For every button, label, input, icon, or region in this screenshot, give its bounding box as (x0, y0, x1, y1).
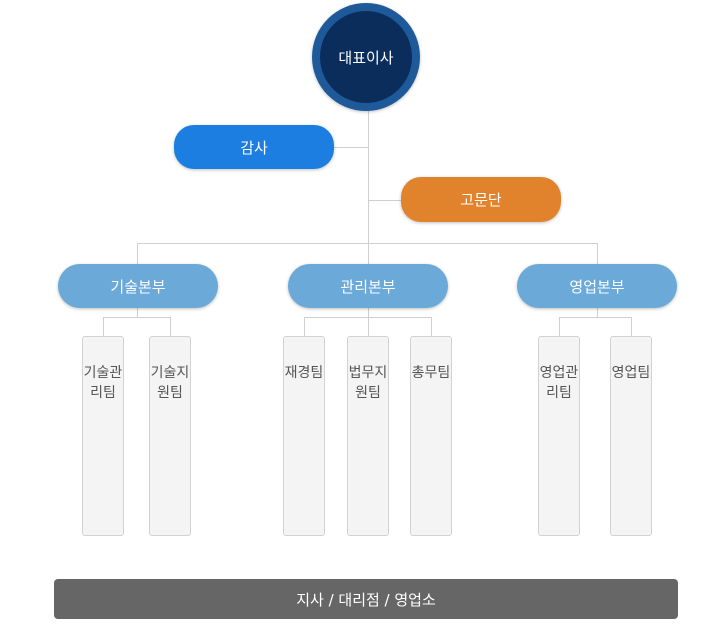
team-node: 재경팀 (283, 336, 325, 536)
connector-line-div1-drop (137, 243, 138, 264)
advisory-node: 고문단 (401, 177, 561, 222)
division-node-sales: 영업본부 (517, 264, 677, 308)
connector-line-div2-horizontal (304, 317, 432, 318)
team-node: 영업팀 (610, 336, 652, 536)
ceo-node: 대표이사 (312, 3, 420, 111)
team-node: 영업관리팀 (538, 336, 580, 536)
team-node: 기술관리팀 (82, 336, 124, 536)
connector-line-div1-horizontal (103, 317, 171, 318)
connector-line-divisions-horizontal (137, 243, 597, 244)
connector-line-div3-team2 (631, 317, 632, 336)
connector-line-div2-down (368, 308, 369, 336)
connector-line-div3-team1 (559, 317, 560, 336)
audit-node: 감사 (174, 125, 334, 169)
connector-line-div1-down (137, 308, 138, 317)
team-node: 법무지원팀 (347, 336, 389, 536)
connector-line-advisory (368, 200, 402, 201)
connector-line-audit (334, 147, 368, 148)
team-node: 기술지원팀 (149, 336, 191, 536)
connector-line-div2-team1 (304, 317, 305, 336)
connector-line-div1-team2 (170, 317, 171, 336)
connector-line-div1-team1 (103, 317, 104, 336)
connector-line-div2-team3 (431, 317, 432, 336)
connector-line-div3-down (597, 308, 598, 317)
division-node-management: 관리본부 (288, 264, 448, 308)
team-node: 총무팀 (410, 336, 452, 536)
division-node-technology: 기술본부 (58, 264, 218, 308)
connector-line-main-vertical (368, 110, 369, 264)
branch-bar: 지사 / 대리점 / 영업소 (54, 579, 678, 619)
connector-line-div3-drop (597, 243, 598, 264)
ceo-label: 대표이사 (320, 11, 412, 103)
connector-line-div3-horizontal (559, 317, 632, 318)
